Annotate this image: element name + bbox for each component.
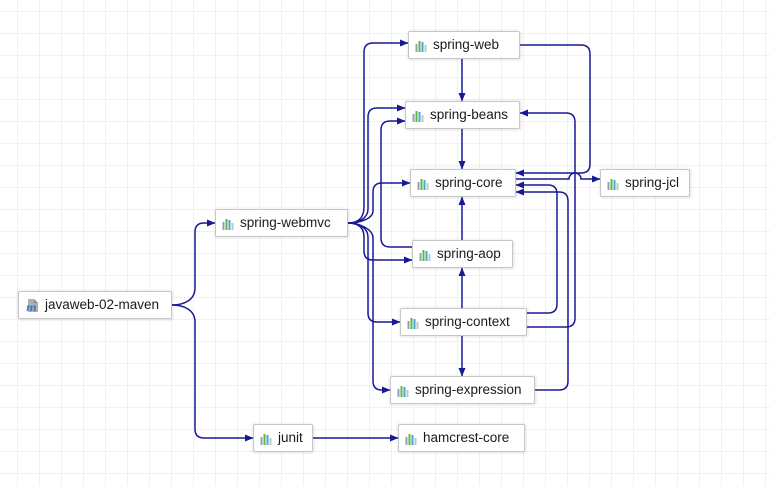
graph-node-spring-context[interactable]: spring-context	[400, 308, 527, 336]
edge-spring-webmvc-to-spring-context	[347, 222, 401, 326]
node-label: spring-aop	[437, 246, 501, 262]
graph-node-junit[interactable]: junit	[253, 424, 313, 452]
edge-spring-webmvc-to-spring-expression	[347, 222, 391, 394]
node-label: hamcrest-core	[423, 430, 510, 446]
library-icon	[417, 178, 429, 190]
graph-node-spring-aop[interactable]: spring-aop	[412, 240, 513, 268]
edge-spring-webmvc-to-spring-beans	[347, 104, 406, 224]
edge-spring-expression-to-spring-core	[515, 188, 569, 391]
node-label: spring-beans	[430, 107, 509, 123]
edge-spring-context-to-spring-beans	[519, 109, 576, 328]
edge-spring-webmvc-to-spring-aop	[347, 222, 413, 264]
node-label: javaweb-02-maven	[45, 297, 160, 313]
maven-module-icon: m	[26, 298, 38, 313]
graph-node-javaweb-02-maven[interactable]: m javaweb-02-maven	[18, 291, 172, 319]
edge-spring-webmvc-to-spring-core	[347, 179, 411, 224]
edge-javaweb-02-maven-to-junit	[171, 304, 254, 442]
graph-node-spring-beans[interactable]: spring-beans	[405, 101, 520, 129]
node-label: spring-jcl	[625, 175, 680, 191]
graph-node-spring-core[interactable]: spring-core	[410, 169, 516, 197]
node-label: spring-context	[425, 314, 510, 330]
edge-spring-context-to-spring-core	[515, 181, 558, 314]
edge-spring-aop-to-spring-beans	[380, 117, 412, 248]
library-icon	[222, 218, 234, 230]
edge-spring-core-to-spring-jcl	[516, 172, 601, 183]
library-icon	[405, 433, 417, 445]
node-label: spring-expression	[415, 382, 522, 398]
node-label: spring-webmvc	[240, 215, 331, 231]
library-icon	[415, 40, 427, 52]
library-icon	[412, 110, 424, 122]
graph-node-spring-jcl[interactable]: spring-jcl	[600, 169, 690, 197]
library-icon	[260, 433, 272, 445]
node-label: junit	[278, 430, 303, 446]
graph-node-hamcrest-core[interactable]: hamcrest-core	[398, 424, 525, 452]
edge-spring-webmvc-to-spring-web	[347, 39, 409, 224]
graph-node-spring-expression[interactable]: spring-expression	[390, 376, 535, 404]
library-icon	[407, 317, 419, 329]
node-label: spring-core	[435, 175, 503, 191]
node-label: spring-web	[433, 37, 500, 53]
graph-node-spring-webmvc[interactable]: spring-webmvc	[215, 209, 348, 237]
graph-node-spring-web[interactable]: spring-web	[408, 31, 520, 59]
svg-text:m: m	[26, 303, 37, 313]
library-icon	[607, 178, 619, 190]
edge-javaweb-02-maven-to-spring-webmvc	[171, 219, 216, 306]
library-icon	[397, 385, 409, 397]
edge-spring-web-to-spring-core	[515, 44, 591, 177]
library-icon	[419, 249, 431, 261]
